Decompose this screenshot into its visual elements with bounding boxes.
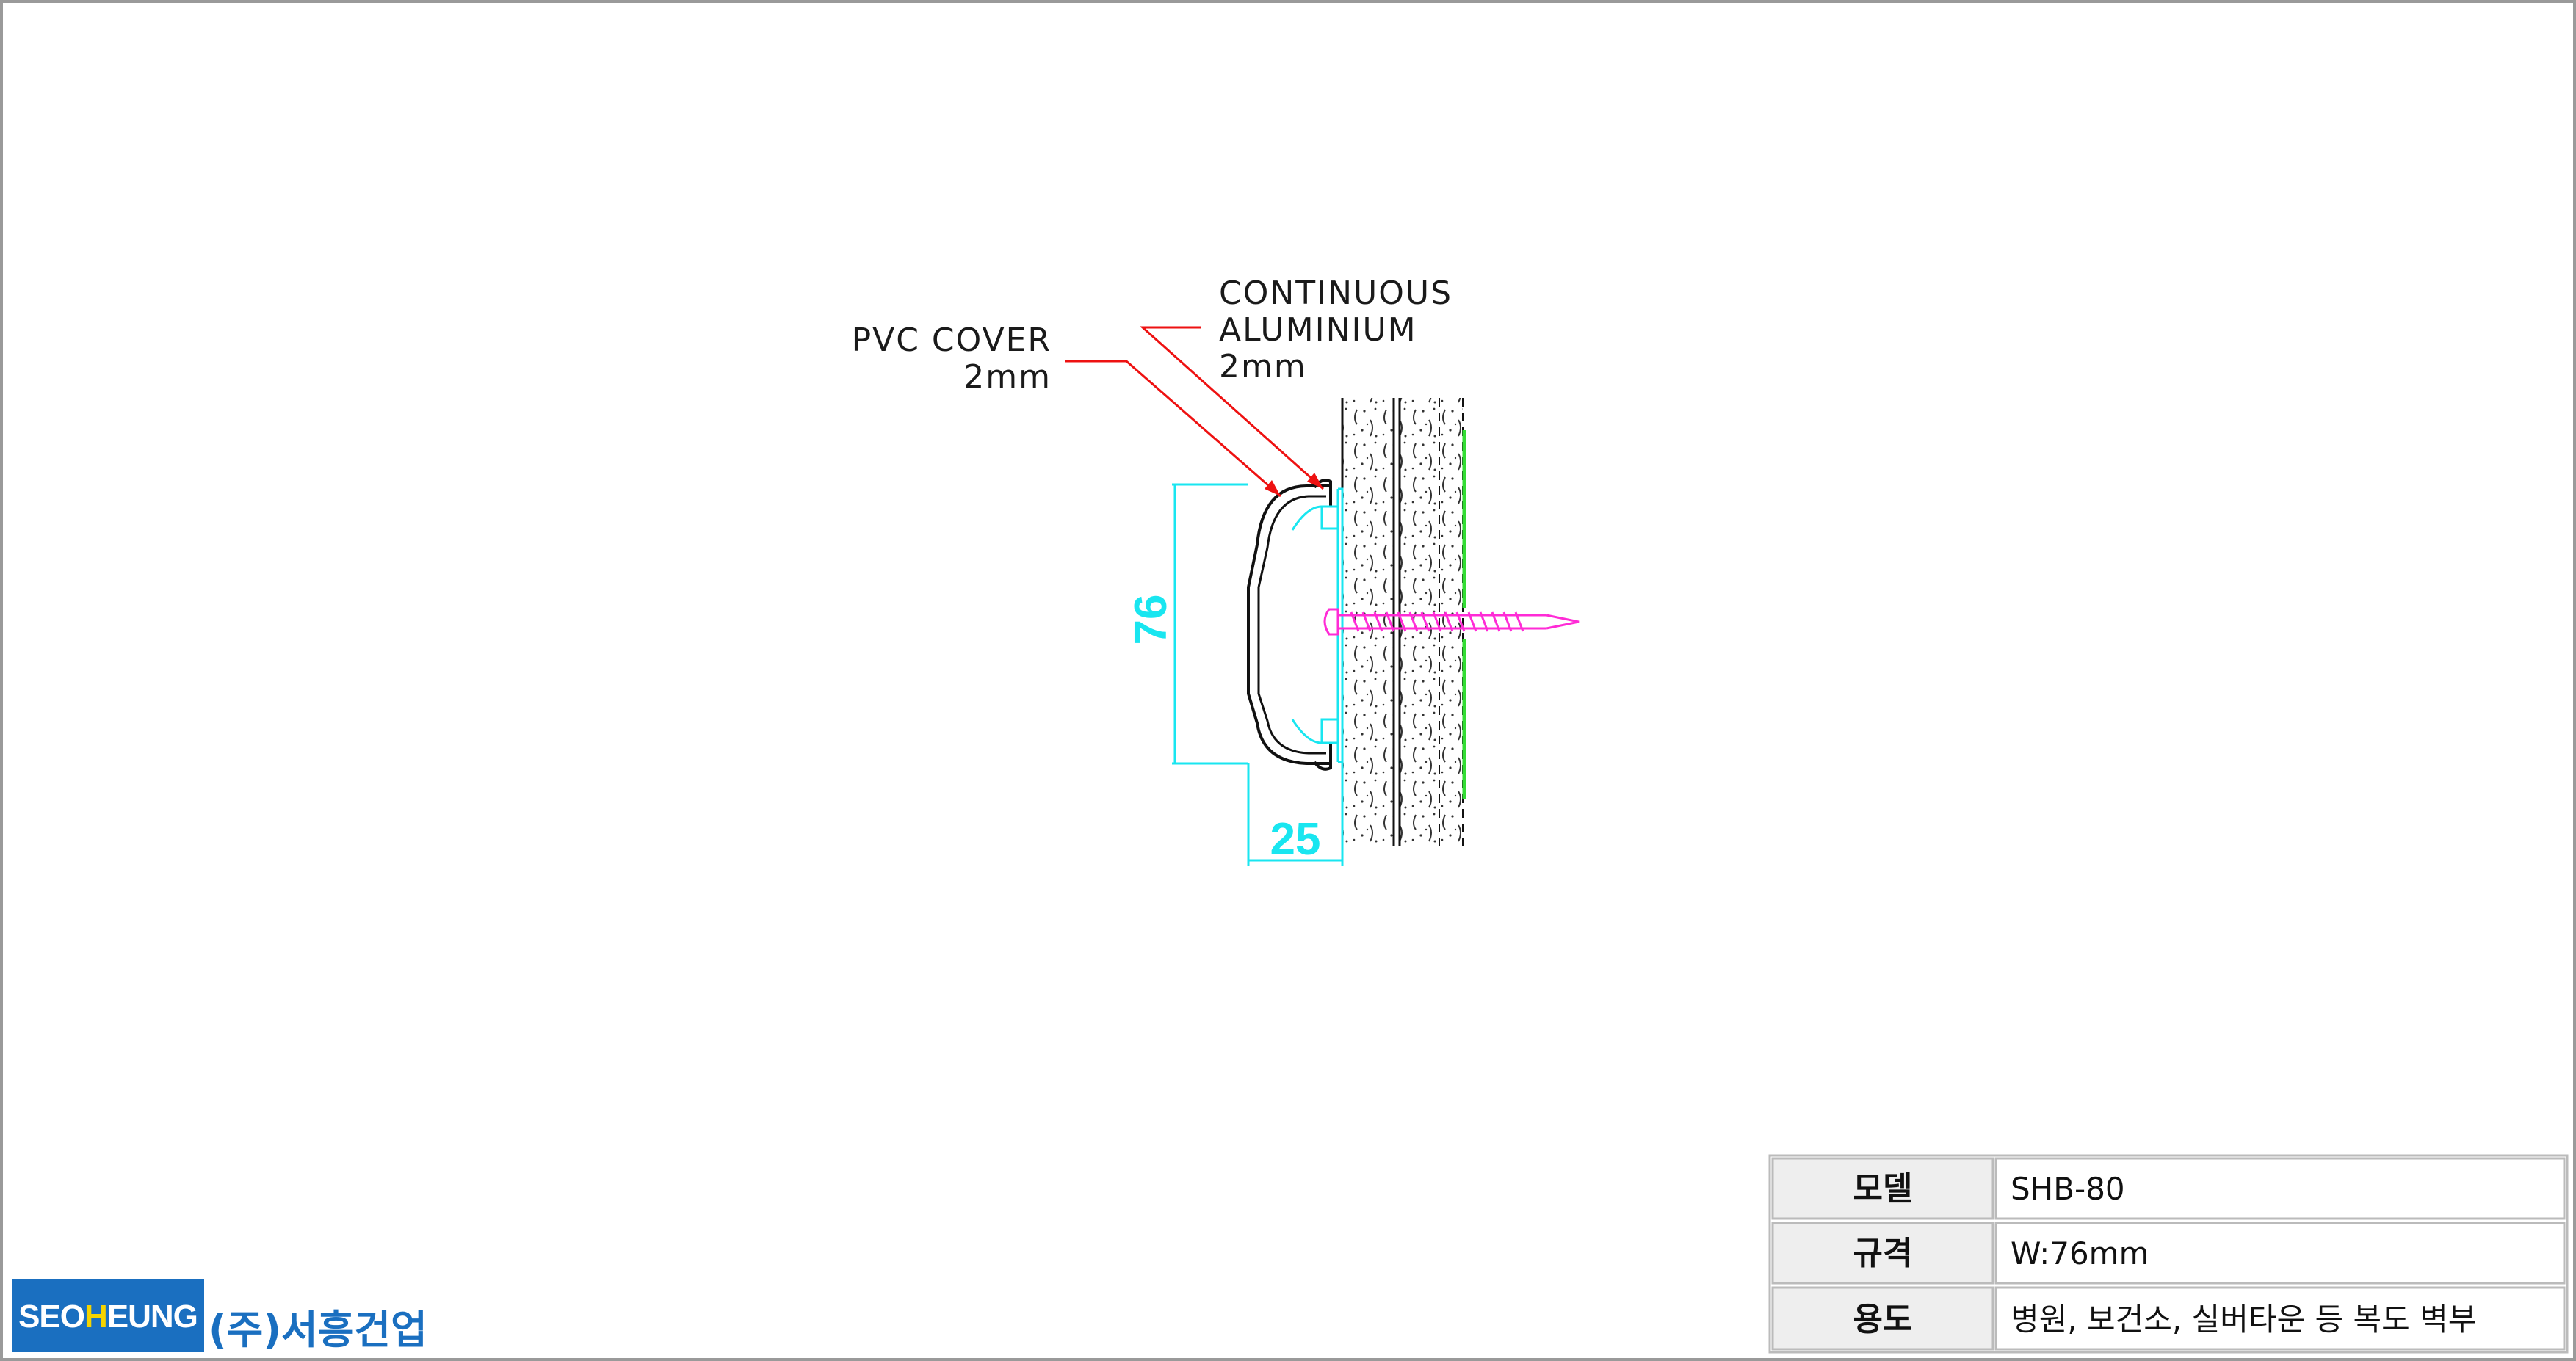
screw-thread [1350, 611, 1524, 632]
spec-row-size-label: 규격 [1853, 1235, 1913, 1272]
spec-row-model-label: 모델 [1853, 1170, 1913, 1208]
aluminium-label-line2: ALUMINIUM [1219, 311, 1417, 349]
spec-row-usage-header-cell [1771, 1286, 1994, 1351]
aluminium-thickness-label: 2mm [1219, 348, 1307, 385]
dimension-depth-text: 25 [1270, 814, 1321, 865]
spec-row-model: 모델 SHB-80 [1771, 1157, 2566, 1220]
aluminium-back-plate [1338, 487, 1344, 763]
spec-row-usage-label: 용도 [1853, 1301, 1913, 1338]
spec-row-model-header-cell [1771, 1157, 1994, 1220]
wall-layer-2 [1400, 398, 1463, 846]
aluminium-label-line1: CONTINUOUS [1219, 275, 1452, 312]
spec-row-size-value: W:76mm [2011, 1235, 2149, 1271]
cover-lip-bottom [1313, 743, 1332, 771]
pvc-cover-inner [1257, 495, 1326, 755]
brand-logo-box [12, 1279, 204, 1352]
company-branding: SEOHEUNG (주)서흥건업 [12, 1279, 427, 1353]
pvc-cover-thickness-label: 2mm [963, 358, 1052, 396]
spec-table: 모델 SHB-80 규격 W:76mm 용도 병원, 보건소, 실버타운 등 복… [1768, 1154, 2569, 1354]
brand-logo-text: SEOHEUNG [18, 1299, 198, 1335]
dimension-depth [1247, 763, 1344, 866]
wall-section [1341, 398, 1466, 846]
dimension-height-text: 76 [1126, 595, 1176, 645]
fixing-screw [1323, 608, 1580, 636]
aluminium-leader [1140, 326, 1324, 490]
aluminium-carrier [1291, 489, 1339, 762]
spec-row-usage-value-cell [1994, 1286, 2566, 1351]
screw-head [1323, 608, 1339, 636]
pvc-cover-label: PVC COVER [852, 322, 1052, 359]
wall-layer-1 [1342, 398, 1394, 846]
handrail-profile [1247, 479, 1344, 771]
brand-logo-part3: EUNG [107, 1299, 198, 1335]
spec-row-size-value-cell [1994, 1222, 2566, 1285]
brand-logo-part2: H [84, 1299, 107, 1335]
brand-logo-part1: SEO [18, 1299, 84, 1335]
company-name: (주)서흥건업 [209, 1307, 427, 1353]
dimension-height [1172, 483, 1248, 765]
spec-row-usage: 용도 병원, 보건소, 실버타운 등 복도 벽부 [1771, 1286, 2566, 1351]
spec-row-model-value: SHB-80 [2011, 1171, 2125, 1207]
pvc-cover-leader [1065, 360, 1281, 498]
spec-row-model-value-cell [1994, 1157, 2566, 1220]
pvc-cover-outer [1247, 484, 1329, 765]
aluminium-arrowhead [1307, 473, 1323, 489]
spec-row-size: 규격 W:76mm [1771, 1222, 2566, 1285]
spec-row-usage-value: 병원, 보건소, 실버타운 등 복도 벽부 [2011, 1302, 2476, 1338]
spec-row-size-header-cell [1771, 1222, 1994, 1285]
screw-tip [1546, 614, 1580, 630]
pvc-cover-arrowhead [1265, 480, 1281, 496]
